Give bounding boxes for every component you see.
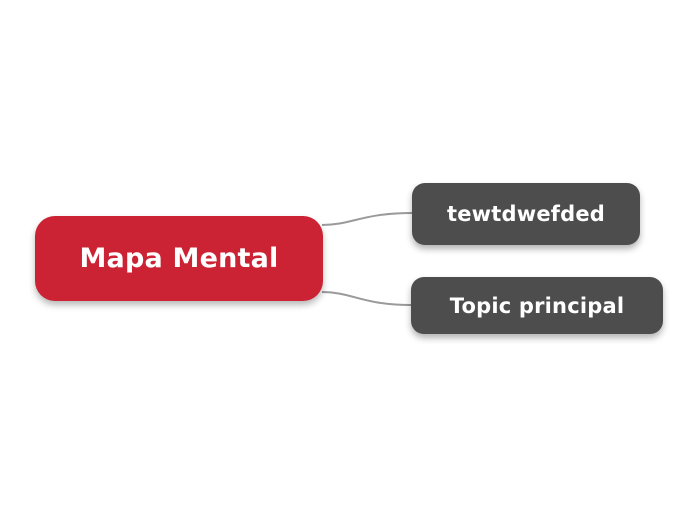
connector-root-to-child-1 <box>321 212 413 226</box>
mindmap-child-node-1[interactable]: tewtdwefded <box>412 183 640 245</box>
mindmap-root-label: Mapa Mental <box>79 243 279 274</box>
mindmap-child-label-2: Topic principal <box>449 293 625 318</box>
connector-root-to-child-2 <box>321 291 412 306</box>
mindmap-root-node[interactable]: Mapa Mental <box>35 216 323 301</box>
mindmap-child-node-2[interactable]: Topic principal <box>411 277 663 334</box>
mindmap-child-label-1: tewtdwefded <box>446 202 606 226</box>
